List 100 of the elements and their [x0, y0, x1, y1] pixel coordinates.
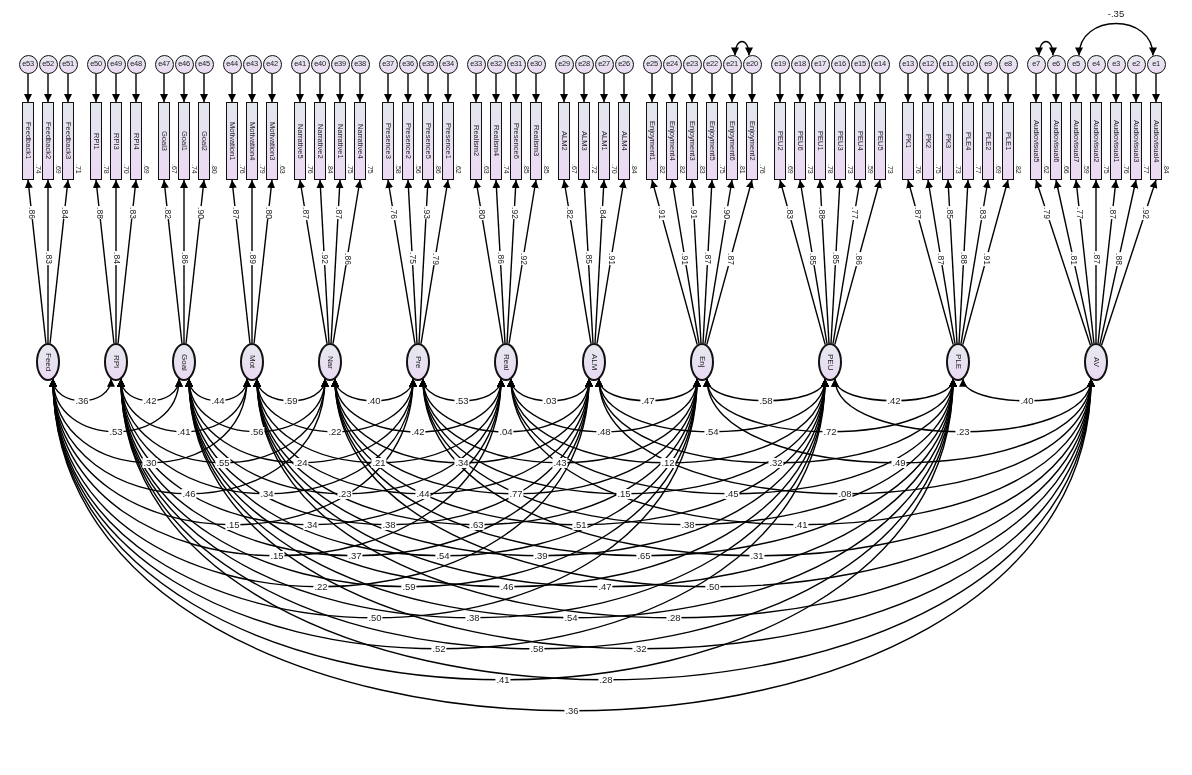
arrow	[1112, 72, 1120, 103]
covariance-arc	[705, 378, 1093, 464]
arrow	[1072, 179, 1095, 344]
arrow	[944, 72, 952, 103]
arrow	[580, 72, 588, 103]
edge-label: .91	[689, 205, 699, 220]
edge-label: .41	[793, 519, 809, 530]
arrow	[600, 72, 608, 103]
edge-label: .76	[388, 205, 398, 220]
edge-label: .86	[495, 251, 505, 266]
arrow	[688, 72, 696, 103]
arrow	[385, 179, 416, 345]
edge-label: .37	[347, 550, 363, 561]
edge-label: .40	[1019, 395, 1035, 406]
edge-label: .32	[768, 457, 784, 468]
arrow	[1132, 72, 1140, 103]
arrow	[650, 179, 698, 346]
edge-label: .30	[142, 457, 158, 468]
edge-label: .46	[499, 581, 515, 592]
edge-label: -.35	[1106, 9, 1126, 20]
arrow	[472, 72, 480, 103]
edge-label: .22	[327, 426, 343, 437]
edge-label: .50	[367, 612, 383, 623]
edge-label: .86	[342, 251, 352, 266]
arrow	[958, 179, 972, 344]
edge-label: .89	[247, 251, 257, 266]
edge-label: .84	[59, 205, 69, 220]
edge-label: .34	[259, 488, 275, 499]
arrow	[1092, 179, 1100, 344]
covariance-arc	[421, 378, 1093, 557]
edge-label: .32	[632, 643, 648, 654]
arrow	[944, 179, 958, 344]
edge-label: .28	[666, 612, 682, 623]
edge-label: .85	[831, 251, 841, 266]
edge-label: .36	[564, 705, 580, 716]
edge-label: .79	[430, 251, 440, 266]
edge-label: .42	[410, 426, 426, 437]
latent-factor-ellipse: Mot	[240, 343, 264, 381]
edge-label: .50	[705, 581, 721, 592]
arrow	[492, 179, 506, 344]
edge-label: .34	[303, 519, 319, 530]
latent-factor-ellipse: Goal	[172, 343, 196, 381]
edge-label: .15	[616, 488, 632, 499]
edge-label: .54	[435, 550, 451, 561]
edge-label: .83	[43, 251, 53, 266]
arrow	[332, 179, 363, 345]
edge-label: .80	[476, 205, 486, 220]
edge-label: .23	[337, 488, 353, 499]
edge-label: .88	[95, 205, 105, 220]
edge-label: .15	[225, 519, 241, 530]
arrow	[1004, 72, 1012, 103]
edge-label: .80	[263, 205, 273, 220]
arrow	[185, 179, 208, 344]
arrow	[776, 72, 784, 103]
latent-factor-ellipse: PLE	[946, 343, 970, 381]
arrow	[336, 72, 344, 103]
arrow	[704, 179, 735, 345]
latent-factor-ellipse: AV	[1084, 343, 1108, 381]
edge-label: .88	[1114, 251, 1124, 266]
edge-label: .83	[784, 206, 794, 220]
arrow	[473, 179, 504, 345]
edge-label: .84	[597, 205, 607, 220]
arrow	[112, 179, 120, 344]
arrow	[964, 72, 972, 103]
arrow	[830, 179, 844, 344]
edge-label: .51	[572, 519, 588, 530]
arrow	[1099, 179, 1139, 345]
arrow	[92, 72, 100, 103]
arrow	[418, 179, 432, 344]
arrow	[424, 72, 432, 103]
edge-label: .22	[313, 581, 329, 592]
arrow	[620, 72, 628, 103]
edge-label: .08	[837, 488, 853, 499]
edge-label: .03	[542, 395, 558, 406]
arrow	[816, 179, 830, 344]
arrow	[748, 72, 756, 103]
edge-label: .87	[231, 205, 241, 220]
arrow	[160, 72, 168, 103]
edge-label: .81	[1068, 251, 1078, 266]
covariance-arc	[1076, 22, 1156, 57]
arrow	[1097, 179, 1120, 344]
latent-factor-ellipse: PEU	[818, 343, 842, 381]
edge-label: .44	[415, 488, 431, 499]
arrow	[856, 72, 864, 103]
edge-label: .84	[111, 251, 121, 266]
latent-factor-ellipse: Enj	[690, 343, 714, 381]
edge-label: .40	[366, 395, 382, 406]
arrow	[708, 72, 716, 103]
edge-label: .90	[722, 205, 732, 220]
edge-label: .92	[509, 205, 519, 220]
arrow	[1034, 179, 1092, 346]
arrow	[728, 72, 736, 103]
edge-label: .88	[817, 205, 827, 220]
edge-label: .36	[74, 395, 90, 406]
arrow	[268, 72, 276, 103]
arrow	[297, 179, 328, 345]
edge-label: .91	[656, 206, 666, 220]
arrow	[316, 179, 330, 344]
edge-label: .59	[283, 395, 299, 406]
edge-label: .58	[758, 395, 774, 406]
